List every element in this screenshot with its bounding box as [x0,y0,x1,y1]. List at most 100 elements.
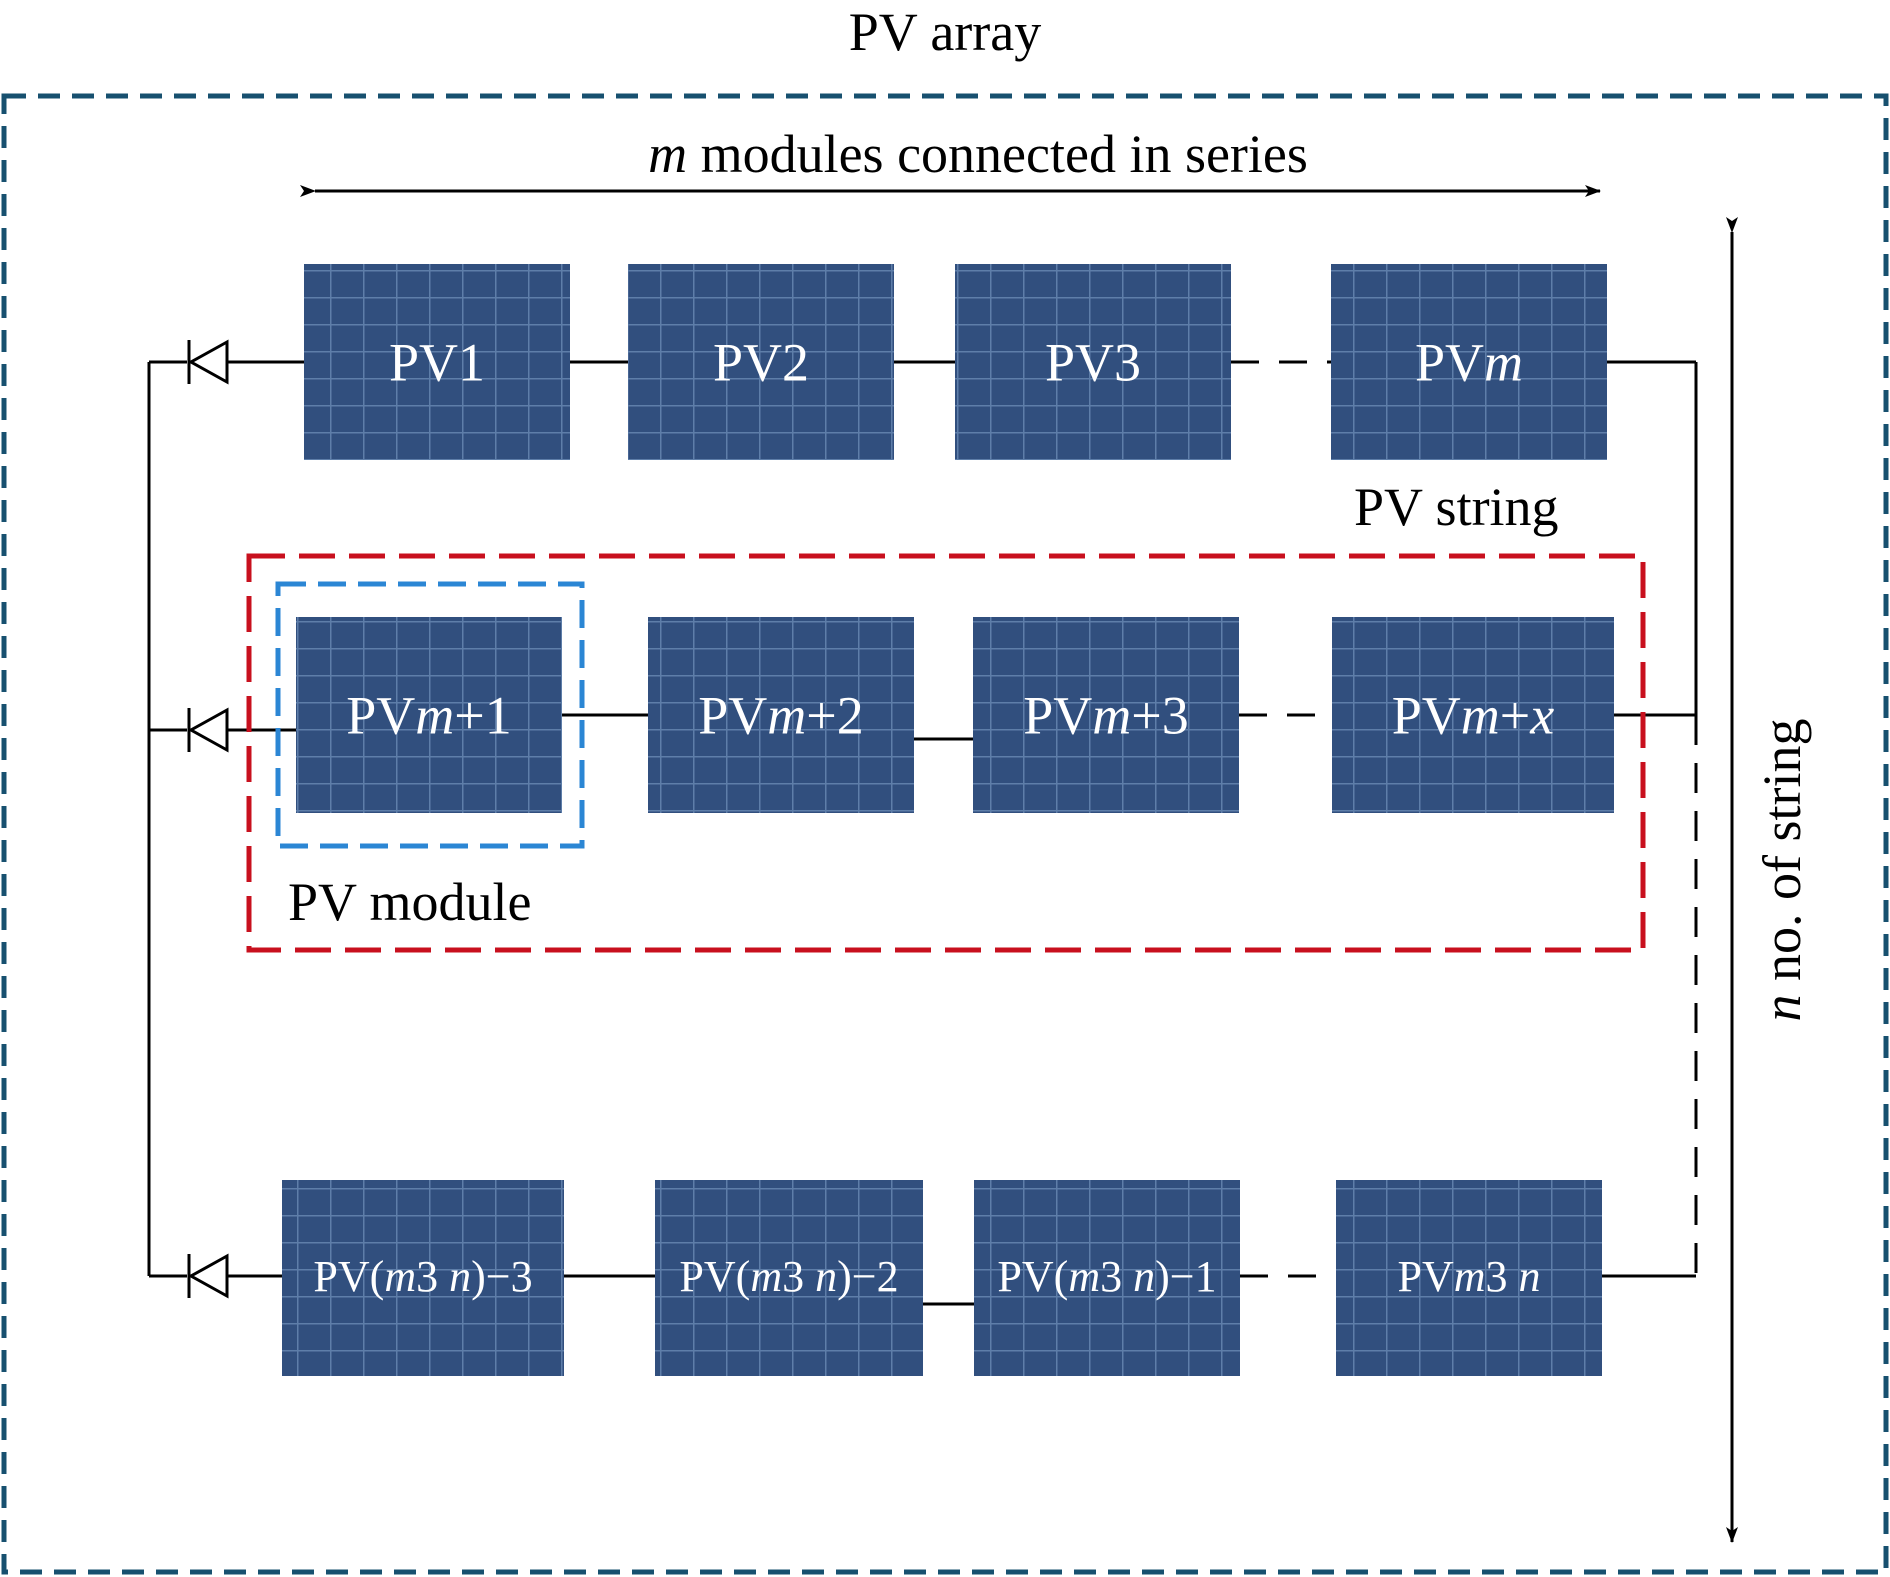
pv-module-label-part: )−2 [837,1252,898,1301]
pv-panel-shade [304,264,570,460]
strings-label: n no. of string [1752,719,1812,1022]
pv-module: PV3 [955,264,1231,460]
pv-module-label: PV(m3 n)−2 [679,1252,898,1301]
pv-module-label-part: 3 [416,1252,449,1301]
diode-triangle [187,707,229,753]
pv-module-label: PVm+2 [698,685,864,745]
pv-module-label-part: + [1500,685,1530,745]
pv-panel-shade [955,264,1231,460]
bypass-diode [187,1253,229,1299]
pv-module-label-part: n [815,1252,837,1301]
pv-module-label-part: +2 [806,685,863,745]
pv-module-label-part: +1 [454,685,511,745]
pv-array-boundary [1,93,1889,1575]
pv-module-label-part: n [1133,1252,1155,1301]
pv-module-label-part: x [1529,685,1554,745]
pv-module-label-part: )−1 [1155,1252,1216,1301]
pv-module: PV2 [628,264,894,460]
series-label: m modules connected in series [648,124,1308,184]
pv-panel [1336,1180,1602,1376]
pv-module: PV1 [304,264,570,460]
pv-module-label-part: m [384,1252,416,1301]
pv-module-label: PVm+1 [346,685,512,745]
pv-panel-shade [974,1180,1240,1376]
pv-module: PVm+3 [973,617,1239,813]
diode-triangle [187,339,229,385]
series-label-var: m [648,124,687,184]
strings-label-var: n [1752,995,1812,1022]
pv-panel-shade [1336,1180,1602,1376]
pv-module-label-part: PV3 [1045,332,1141,392]
pv-module-label-part: PV( [679,1252,750,1301]
pv-panel [296,617,562,813]
pv-module-label-part: n [1519,1252,1541,1301]
pv-module-label-part: m [1484,332,1523,392]
bypass-diode [187,707,229,753]
pv-panel [628,264,894,460]
pv-panel-shade [282,1180,564,1376]
pv-module-label-part: PV [346,685,415,745]
pv-module-label-part: m [1092,685,1131,745]
pv-module-label-part: 3 [782,1252,815,1301]
pv-module-label-part: PV( [313,1252,384,1301]
pv-module-label-part: n [449,1252,471,1301]
pv-module-boundary [275,581,585,849]
pv-module-label: PV1 [389,332,485,392]
pv-module-label-part: m [1068,1252,1100,1301]
pv-module-label: PV(m3 n)−3 [313,1252,532,1301]
pv-module-label-part: PV [698,685,767,745]
pv-panel-shade [655,1180,923,1376]
pv-panel-shade [1331,264,1607,460]
pv-module-label-part: m [1454,1252,1486,1301]
pv-panel [973,617,1239,813]
pv-module-label-part: )−3 [471,1252,532,1301]
pv-module: PV(m3 n)−2 [655,1180,923,1376]
pv-module-label-part: m [750,1252,782,1301]
pv-module-label-part: PV [1023,685,1092,745]
pv-module-label-part: +3 [1131,685,1188,745]
pv-module-label: PV(m3 n)−1 [997,1252,1216,1301]
pv-panel [655,1180,923,1376]
series-label-text: modules connected in series [687,124,1308,184]
pv-panel [648,617,914,813]
pv-module: PVm+x [1332,617,1614,813]
pv-module: PVm+1 [296,617,562,813]
pv-panel-shade [1332,617,1614,813]
pv-panel-shade [973,617,1239,813]
pv-panel-shade [628,264,894,460]
pv-module-label-part: PV [1392,685,1461,745]
strings-label-text: no. of string [1752,719,1812,995]
pv-module-label: PV3 [1045,332,1141,392]
pv-module-label-part: PV1 [389,332,485,392]
pv-string-label: PV string [1354,477,1559,537]
pv-panel-shade [648,617,914,813]
pv-module-label-part: PV( [997,1252,1068,1301]
pv-panel [1331,264,1607,460]
pv-module: PV(m3 n)−1 [974,1180,1240,1376]
pv-module-label-part: m [767,685,806,745]
wiring [147,360,1698,1306]
pv-module-label-part: PV [1397,1252,1453,1301]
bypass-diode [187,339,229,385]
pv-string-boundary [246,553,1646,953]
pv-panel [282,1180,564,1376]
pv-module-label: PVm3 n [1397,1252,1540,1301]
array-title: PV array [849,2,1041,62]
pv-panel [304,264,570,460]
pv-module: PV(m3 n)−3 [282,1180,564,1376]
pv-module-label-part: m [415,685,454,745]
pv-module: PVm [1331,264,1607,460]
pv-module-label-part: PV2 [713,332,809,392]
pv-module: PVm3 n [1336,1180,1602,1376]
diode-triangle [187,1253,229,1299]
pv-module-label-part: m [1461,685,1500,745]
pv-module-label-part: 3 [1100,1252,1133,1301]
pv-module-label: PV2 [713,332,809,392]
pv-module-label-part: PV [1415,332,1484,392]
pv-module-label: PVm+x [1392,685,1555,745]
pv-panel [955,264,1231,460]
pv-panel [974,1180,1240,1376]
pv-module-label: PVm+3 [1023,685,1189,745]
